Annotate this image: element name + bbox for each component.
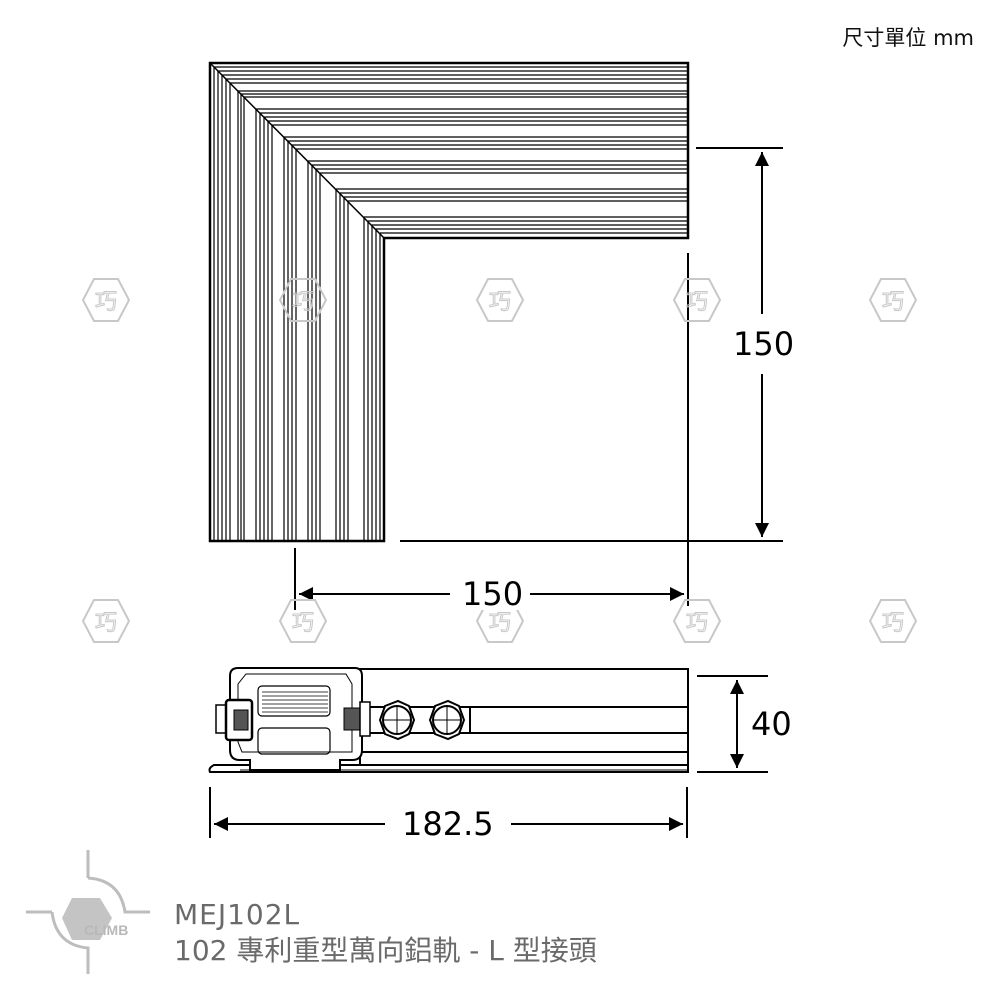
dimension-label-side-length: 182.5 <box>396 808 500 840</box>
dimension-label-width: 150 <box>456 578 530 610</box>
dimension-label-side-height: 40 <box>749 705 794 743</box>
svg-text:巧: 巧 <box>882 290 904 315</box>
watermark-icon: 巧 <box>868 278 918 322</box>
l-joint-side-view <box>208 667 689 773</box>
product-model: MEJ102L <box>174 898 301 931</box>
svg-text:巧: 巧 <box>686 611 708 636</box>
watermark-icon: 巧 <box>278 278 328 322</box>
watermark-icon: 巧 <box>672 278 722 322</box>
product-description: 102 專利重型萬向鋁軌 - L 型接頭 <box>174 934 597 967</box>
watermark-icon: 巧 <box>278 599 328 643</box>
svg-text:巧: 巧 <box>95 611 117 636</box>
watermark-icon: 巧 <box>81 599 131 643</box>
unit-label: 尺寸單位 mm <box>842 26 974 50</box>
svg-text:巧: 巧 <box>95 290 117 315</box>
climb-logo <box>26 850 150 974</box>
svg-text:巧: 巧 <box>292 290 314 315</box>
extension-lines <box>294 147 783 610</box>
svg-text:巧: 巧 <box>489 290 511 315</box>
svg-text:巧: 巧 <box>882 611 904 636</box>
dim-line-182-5 <box>209 787 688 838</box>
svg-text:巧: 巧 <box>489 611 511 636</box>
dimension-label-height: 150 <box>727 328 801 360</box>
watermark-icon: 巧 <box>475 278 525 322</box>
svg-text:巧: 巧 <box>686 290 708 315</box>
watermark-icon: 巧 <box>868 599 918 643</box>
dim-line-40 <box>697 675 768 773</box>
l-joint-top-view <box>208 61 690 543</box>
svg-text:巧: 巧 <box>292 611 314 636</box>
climb-logo-text: CLIMB <box>84 922 128 938</box>
title-block: MEJ102L 102 專利重型萬向鋁軌 - L 型接頭 <box>174 898 597 970</box>
watermark-icon: 巧 <box>672 599 722 643</box>
watermark-icon: 巧 <box>81 278 131 322</box>
